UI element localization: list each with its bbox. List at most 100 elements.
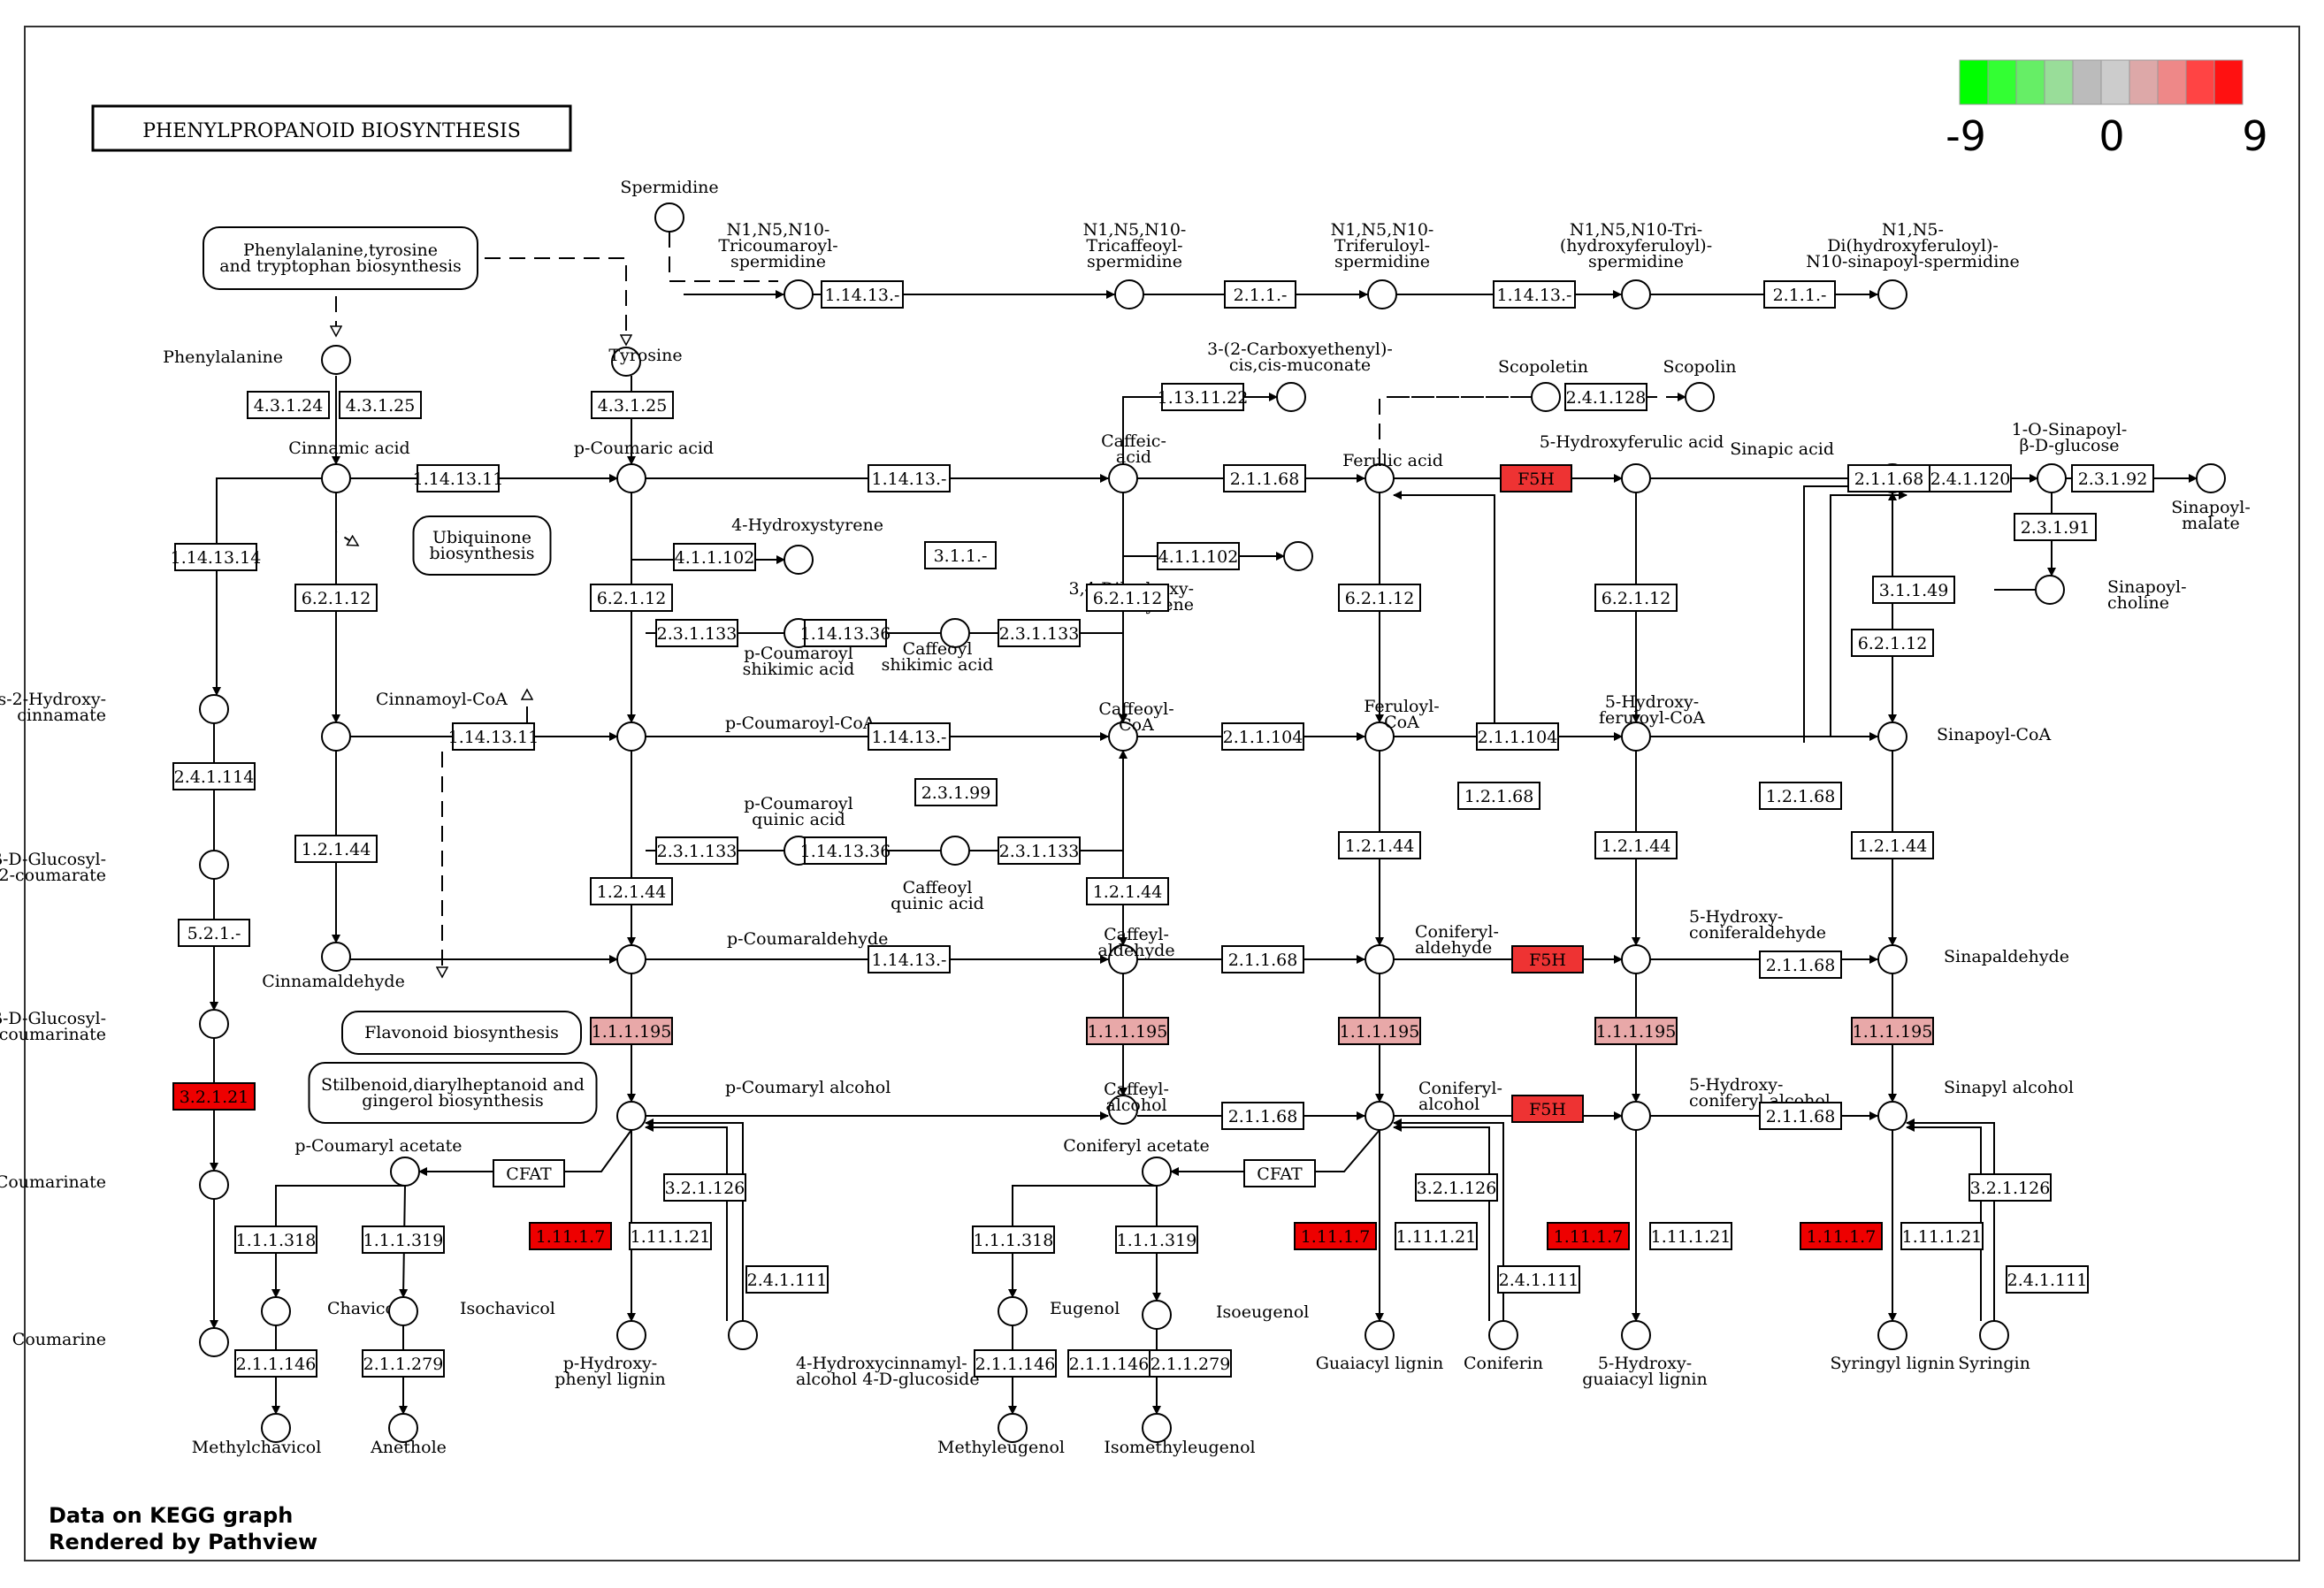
enzyme-1-11-1-21[interactable]: 1.11.1.21 bbox=[1395, 1222, 1478, 1250]
compound-scopolin[interactable]: Scopolin bbox=[1663, 357, 1737, 412]
compound-d-glucosyl-2-coumarate[interactable]: β-D-Glucosyl-2-coumarate bbox=[0, 850, 229, 885]
enzyme-2-3-1-133[interactable]: 2.3.1.133 bbox=[998, 836, 1081, 865]
compound-sinapoyl-malate[interactable]: Sinapoyl-malate bbox=[2171, 463, 2251, 533]
enzyme-1-2-1-44[interactable]: 1.2.1.44 bbox=[1338, 831, 1421, 859]
enzyme-2-1-1-279[interactable]: 2.1.1.279 bbox=[362, 1349, 445, 1378]
compound-tyrosine[interactable]: Tyrosine bbox=[608, 346, 683, 377]
enzyme-2-1-1-104[interactable]: 2.1.1.104 bbox=[1221, 722, 1304, 751]
compound-coniferyl-acetate[interactable]: Coniferyl acetate bbox=[1063, 1136, 1210, 1187]
compound-sinapoyl-coa[interactable]: Sinapoyl-CoA bbox=[1877, 721, 2051, 752]
enzyme-1-11-1-7[interactable]: 1.11.1.7 bbox=[1294, 1222, 1377, 1250]
enzyme-1-2-1-44[interactable]: 1.2.1.44 bbox=[1594, 831, 1678, 859]
enzyme-5-2-1[interactable]: 5.2.1.- bbox=[178, 919, 250, 947]
enzyme-1-2-1-44[interactable]: 1.2.1.44 bbox=[1851, 831, 1934, 859]
compound-p-coumaric-acid[interactable]: p-Coumaric acid bbox=[574, 439, 714, 493]
compound-n1-n5-n10-tricoumaroyl-spermidine[interactable]: N1,N5,N10-Tricoumaroyl-spermidine bbox=[718, 220, 838, 309]
compound-d-glucosyl-2-coumarinate[interactable]: β-D-Glucosyl-2-coumarinate bbox=[0, 1009, 229, 1044]
enzyme-2-4-1-111[interactable]: 2.4.1.111 bbox=[2006, 1265, 2089, 1294]
compound-n1-n5-n10-tricaffeoyl-spermidine[interactable]: N1,N5,N10-Tricaffeoyl-spermidine bbox=[1083, 220, 1187, 309]
enzyme-2-1-1-146[interactable]: 2.1.1.146 bbox=[1067, 1349, 1151, 1378]
enzyme-1-1-1-318[interactable]: 1.1.1.318 bbox=[972, 1225, 1055, 1254]
compound-isoeugenol[interactable]: Isoeugenol bbox=[1142, 1300, 1309, 1330]
enzyme-1-14-13[interactable]: 1.14.13.- bbox=[821, 280, 904, 309]
enzyme-1-2-1-44[interactable]: 1.2.1.44 bbox=[590, 877, 673, 905]
compound-methyleugenol[interactable]: Methyleugenol bbox=[937, 1413, 1065, 1457]
compound-ferulic-acid[interactable]: Ferulic acid bbox=[1342, 451, 1443, 493]
compound-coniferin[interactable]: Coniferin bbox=[1464, 1320, 1543, 1373]
compound-coniferyl-aldehyde[interactable]: Coniferyl-aldehyde bbox=[1365, 922, 1499, 974]
compound-5-hydroxy-guaiacyl-lignin[interactable]: 5-Hydroxy-guaiacyl lignin bbox=[1582, 1320, 1708, 1389]
compound-anethole[interactable]: Anethole bbox=[370, 1413, 447, 1457]
enzyme-1-14-13-11[interactable]: 1.14.13.11 bbox=[413, 464, 504, 492]
enzyme-2-4-1-111[interactable]: 2.4.1.111 bbox=[1497, 1265, 1580, 1294]
enzyme-1-1-1-319[interactable]: 1.1.1.319 bbox=[362, 1225, 445, 1254]
compound-coumarinate[interactable]: Coumarinate bbox=[0, 1170, 229, 1200]
enzyme-f5h[interactable]: F5H bbox=[1500, 464, 1572, 492]
enzyme-2-3-1-91[interactable]: 2.3.1.91 bbox=[2014, 513, 2097, 541]
enzyme-1-11-1-21[interactable]: 1.11.1.21 bbox=[629, 1222, 712, 1250]
enzyme-3-2-1-21[interactable]: 3.2.1.21 bbox=[172, 1082, 256, 1111]
enzyme-4-1-1-102[interactable]: 4.1.1.102 bbox=[1157, 542, 1240, 570]
compound-isomethyleugenol[interactable]: Isomethyleugenol bbox=[1104, 1413, 1256, 1457]
compound-sinapyl-alcohol[interactable]: Sinapyl alcohol bbox=[1877, 1078, 2074, 1131]
compound-5-hydroxyferulic-acid[interactable]: 5-Hydroxyferulic acid bbox=[1540, 432, 1724, 493]
enzyme-1-2-1-68[interactable]: 1.2.1.68 bbox=[1457, 782, 1540, 810]
compound-n1-n5-n10-triferuloyl-spermidine[interactable]: N1,N5,N10-Triferuloyl-spermidine bbox=[1331, 220, 1434, 309]
enzyme-1-1-1-195[interactable]: 1.1.1.195 bbox=[590, 1017, 673, 1045]
enzyme-1-1-1-195[interactable]: 1.1.1.195 bbox=[1338, 1017, 1421, 1045]
compound-methylchavicol[interactable]: Methylchavicol bbox=[192, 1413, 322, 1457]
compound-cinnamic-acid[interactable]: Cinnamic acid bbox=[288, 439, 410, 493]
compound-eugenol[interactable]: Eugenol bbox=[998, 1296, 1120, 1326]
enzyme-6-2-1-12[interactable]: 6.2.1.12 bbox=[1338, 584, 1421, 612]
enzyme-1-14-13-11[interactable]: 1.14.13.11 bbox=[448, 722, 539, 751]
compound-cinnamoyl-coa[interactable]: Cinnamoyl-CoA bbox=[321, 690, 508, 752]
compound-5-hydroxy-coniferaldehyde[interactable]: 5-Hydroxy-coniferaldehyde bbox=[1621, 907, 1826, 974]
compound-p-coumaroyl-coa[interactable]: p-Coumaroyl-CoA bbox=[616, 714, 875, 752]
compound-scopoletin[interactable]: Scopoletin bbox=[1498, 357, 1588, 412]
enzyme-1-14-13[interactable]: 1.14.13.- bbox=[868, 464, 951, 492]
enzyme-2-1-1-68[interactable]: 2.1.1.68 bbox=[1759, 951, 1842, 979]
compound-trans-2-hydroxy-cinnamate[interactable]: trans-2-Hydroxy-cinnamate bbox=[0, 690, 229, 725]
enzyme-4-3-1-25[interactable]: 4.3.1.25 bbox=[339, 391, 422, 419]
enzyme-2-4-1-128[interactable]: 2.4.1.128 bbox=[1564, 383, 1647, 411]
enzyme-2-4-1-114[interactable]: 2.4.1.114 bbox=[172, 762, 256, 790]
compound-coumarine[interactable]: Coumarine bbox=[12, 1327, 229, 1357]
enzyme-6-2-1-12[interactable]: 6.2.1.12 bbox=[590, 584, 673, 612]
compound-syringyl-lignin[interactable]: Syringyl lignin bbox=[1830, 1320, 1955, 1373]
enzyme-1-1-1-319[interactable]: 1.1.1.319 bbox=[1115, 1225, 1198, 1254]
enzyme-3-2-1-126[interactable]: 3.2.1.126 bbox=[1969, 1173, 2052, 1202]
compound-caffeyl-alcohol[interactable]: Caffeyl-alcohol bbox=[1104, 1080, 1169, 1125]
enzyme-2-1-1-279[interactable]: 2.1.1.279 bbox=[1149, 1349, 1232, 1378]
enzyme-2-1-1[interactable]: 2.1.1.- bbox=[1224, 280, 1296, 309]
enzyme-1-11-1-21[interactable]: 1.11.1.21 bbox=[1649, 1222, 1732, 1250]
compound-4-hydroxystyrene[interactable]: 4-Hydroxystyrene bbox=[731, 515, 883, 575]
enzyme-2-3-1-92[interactable]: 2.3.1.92 bbox=[2071, 464, 2154, 492]
enzyme-f5h[interactable]: F5H bbox=[1511, 945, 1584, 973]
enzyme-3-2-1-126[interactable]: 3.2.1.126 bbox=[663, 1173, 746, 1202]
compound-syringin[interactable]: Syringin bbox=[1958, 1320, 2030, 1373]
enzyme-1-2-1-44[interactable]: 1.2.1.44 bbox=[1086, 877, 1169, 905]
enzyme-2-1-1-68[interactable]: 2.1.1.68 bbox=[1759, 1102, 1842, 1130]
enzyme-1-1-1-195[interactable]: 1.1.1.195 bbox=[1851, 1017, 1934, 1045]
compound-phenylalanine[interactable]: Phenylalanine bbox=[163, 345, 351, 375]
compound-guaiacyl-lignin[interactable]: Guaiacyl lignin bbox=[1316, 1320, 1444, 1373]
compound-chavicol[interactable]: Chavicol bbox=[261, 1296, 401, 1326]
enzyme-3-1-1-49[interactable]: 3.1.1.49 bbox=[1872, 576, 1955, 604]
enzyme-6-2-1-12[interactable]: 6.2.1.12 bbox=[1594, 584, 1678, 612]
enzyme-2-1-1-68[interactable]: 2.1.1.68 bbox=[1847, 464, 1930, 492]
enzyme-f5h[interactable]: F5H bbox=[1511, 1095, 1584, 1123]
enzyme-6-2-1-12[interactable]: 6.2.1.12 bbox=[1086, 584, 1169, 612]
compound-5-hydroxy-feruloyl-coa[interactable]: 5-Hydroxy-feruloyl-CoA bbox=[1599, 692, 1705, 752]
compound-spermidine[interactable]: Spermidine bbox=[620, 178, 719, 233]
enzyme-1-2-1-68[interactable]: 1.2.1.68 bbox=[1759, 782, 1842, 810]
enzyme-1-14-13-36[interactable]: 1.14.13.36 bbox=[800, 619, 891, 647]
enzyme-2-1-1-68[interactable]: 2.1.1.68 bbox=[1221, 945, 1304, 973]
compound-p-coumaryl-alcohol[interactable]: p-Coumaryl alcohol bbox=[616, 1078, 891, 1131]
enzyme-3-2-1-126[interactable]: 3.2.1.126 bbox=[1415, 1173, 1498, 1202]
compound-n1-n5-n10-tri-hydroxyferuloyl-spermidine[interactable]: N1,N5,N10-Tri-(hydroxyferuloyl)-spermidi… bbox=[1560, 220, 1712, 309]
enzyme-1-11-1-7[interactable]: 1.11.1.7 bbox=[1547, 1222, 1630, 1250]
enzyme-1-14-13[interactable]: 1.14.13.- bbox=[1493, 280, 1576, 309]
enzyme-2-1-1-68[interactable]: 2.1.1.68 bbox=[1223, 464, 1306, 492]
